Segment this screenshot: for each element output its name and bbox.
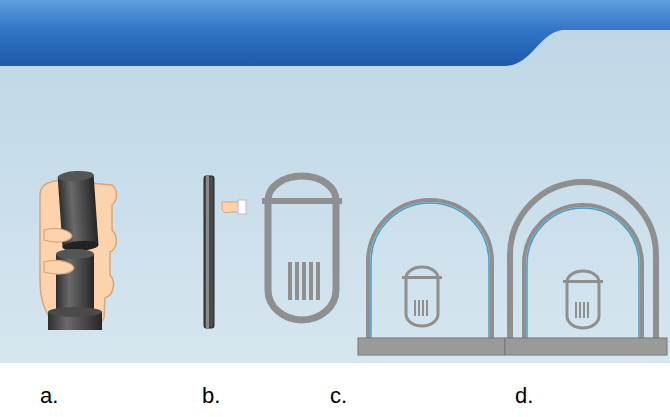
containment-double xyxy=(505,182,667,355)
background-panel xyxy=(0,0,670,363)
base-slab xyxy=(505,338,667,355)
pellet-top xyxy=(57,170,94,182)
header-band xyxy=(0,0,670,66)
rod xyxy=(204,176,214,328)
pellet-top xyxy=(56,249,94,259)
containment-single xyxy=(358,200,505,355)
fuel-bundle xyxy=(288,262,320,300)
panel-label: c. xyxy=(330,385,347,407)
finger xyxy=(44,228,72,242)
small-flange xyxy=(402,276,442,279)
panel-label: a. xyxy=(40,385,58,407)
containment-wall xyxy=(524,205,642,340)
panel-label: d. xyxy=(515,385,533,407)
small-flange xyxy=(563,280,603,283)
fuel-pellet-hand xyxy=(40,170,117,330)
reactor-vessel xyxy=(262,176,342,320)
pellet-base-top xyxy=(48,307,102,317)
vessel-flange xyxy=(262,198,342,204)
finger xyxy=(44,260,74,274)
vessel-wall xyxy=(268,176,336,320)
containment-liner xyxy=(527,208,639,340)
base-slab xyxy=(358,338,505,355)
outer-shield xyxy=(510,182,656,340)
containment-liner xyxy=(371,203,489,340)
small-vessel xyxy=(567,271,599,328)
cuff xyxy=(238,200,246,214)
containment-wall xyxy=(368,200,492,340)
fuel-rod xyxy=(204,176,246,328)
rod-highlight xyxy=(206,176,209,328)
panel-label: b. xyxy=(202,385,220,407)
small-vessel xyxy=(406,267,438,326)
